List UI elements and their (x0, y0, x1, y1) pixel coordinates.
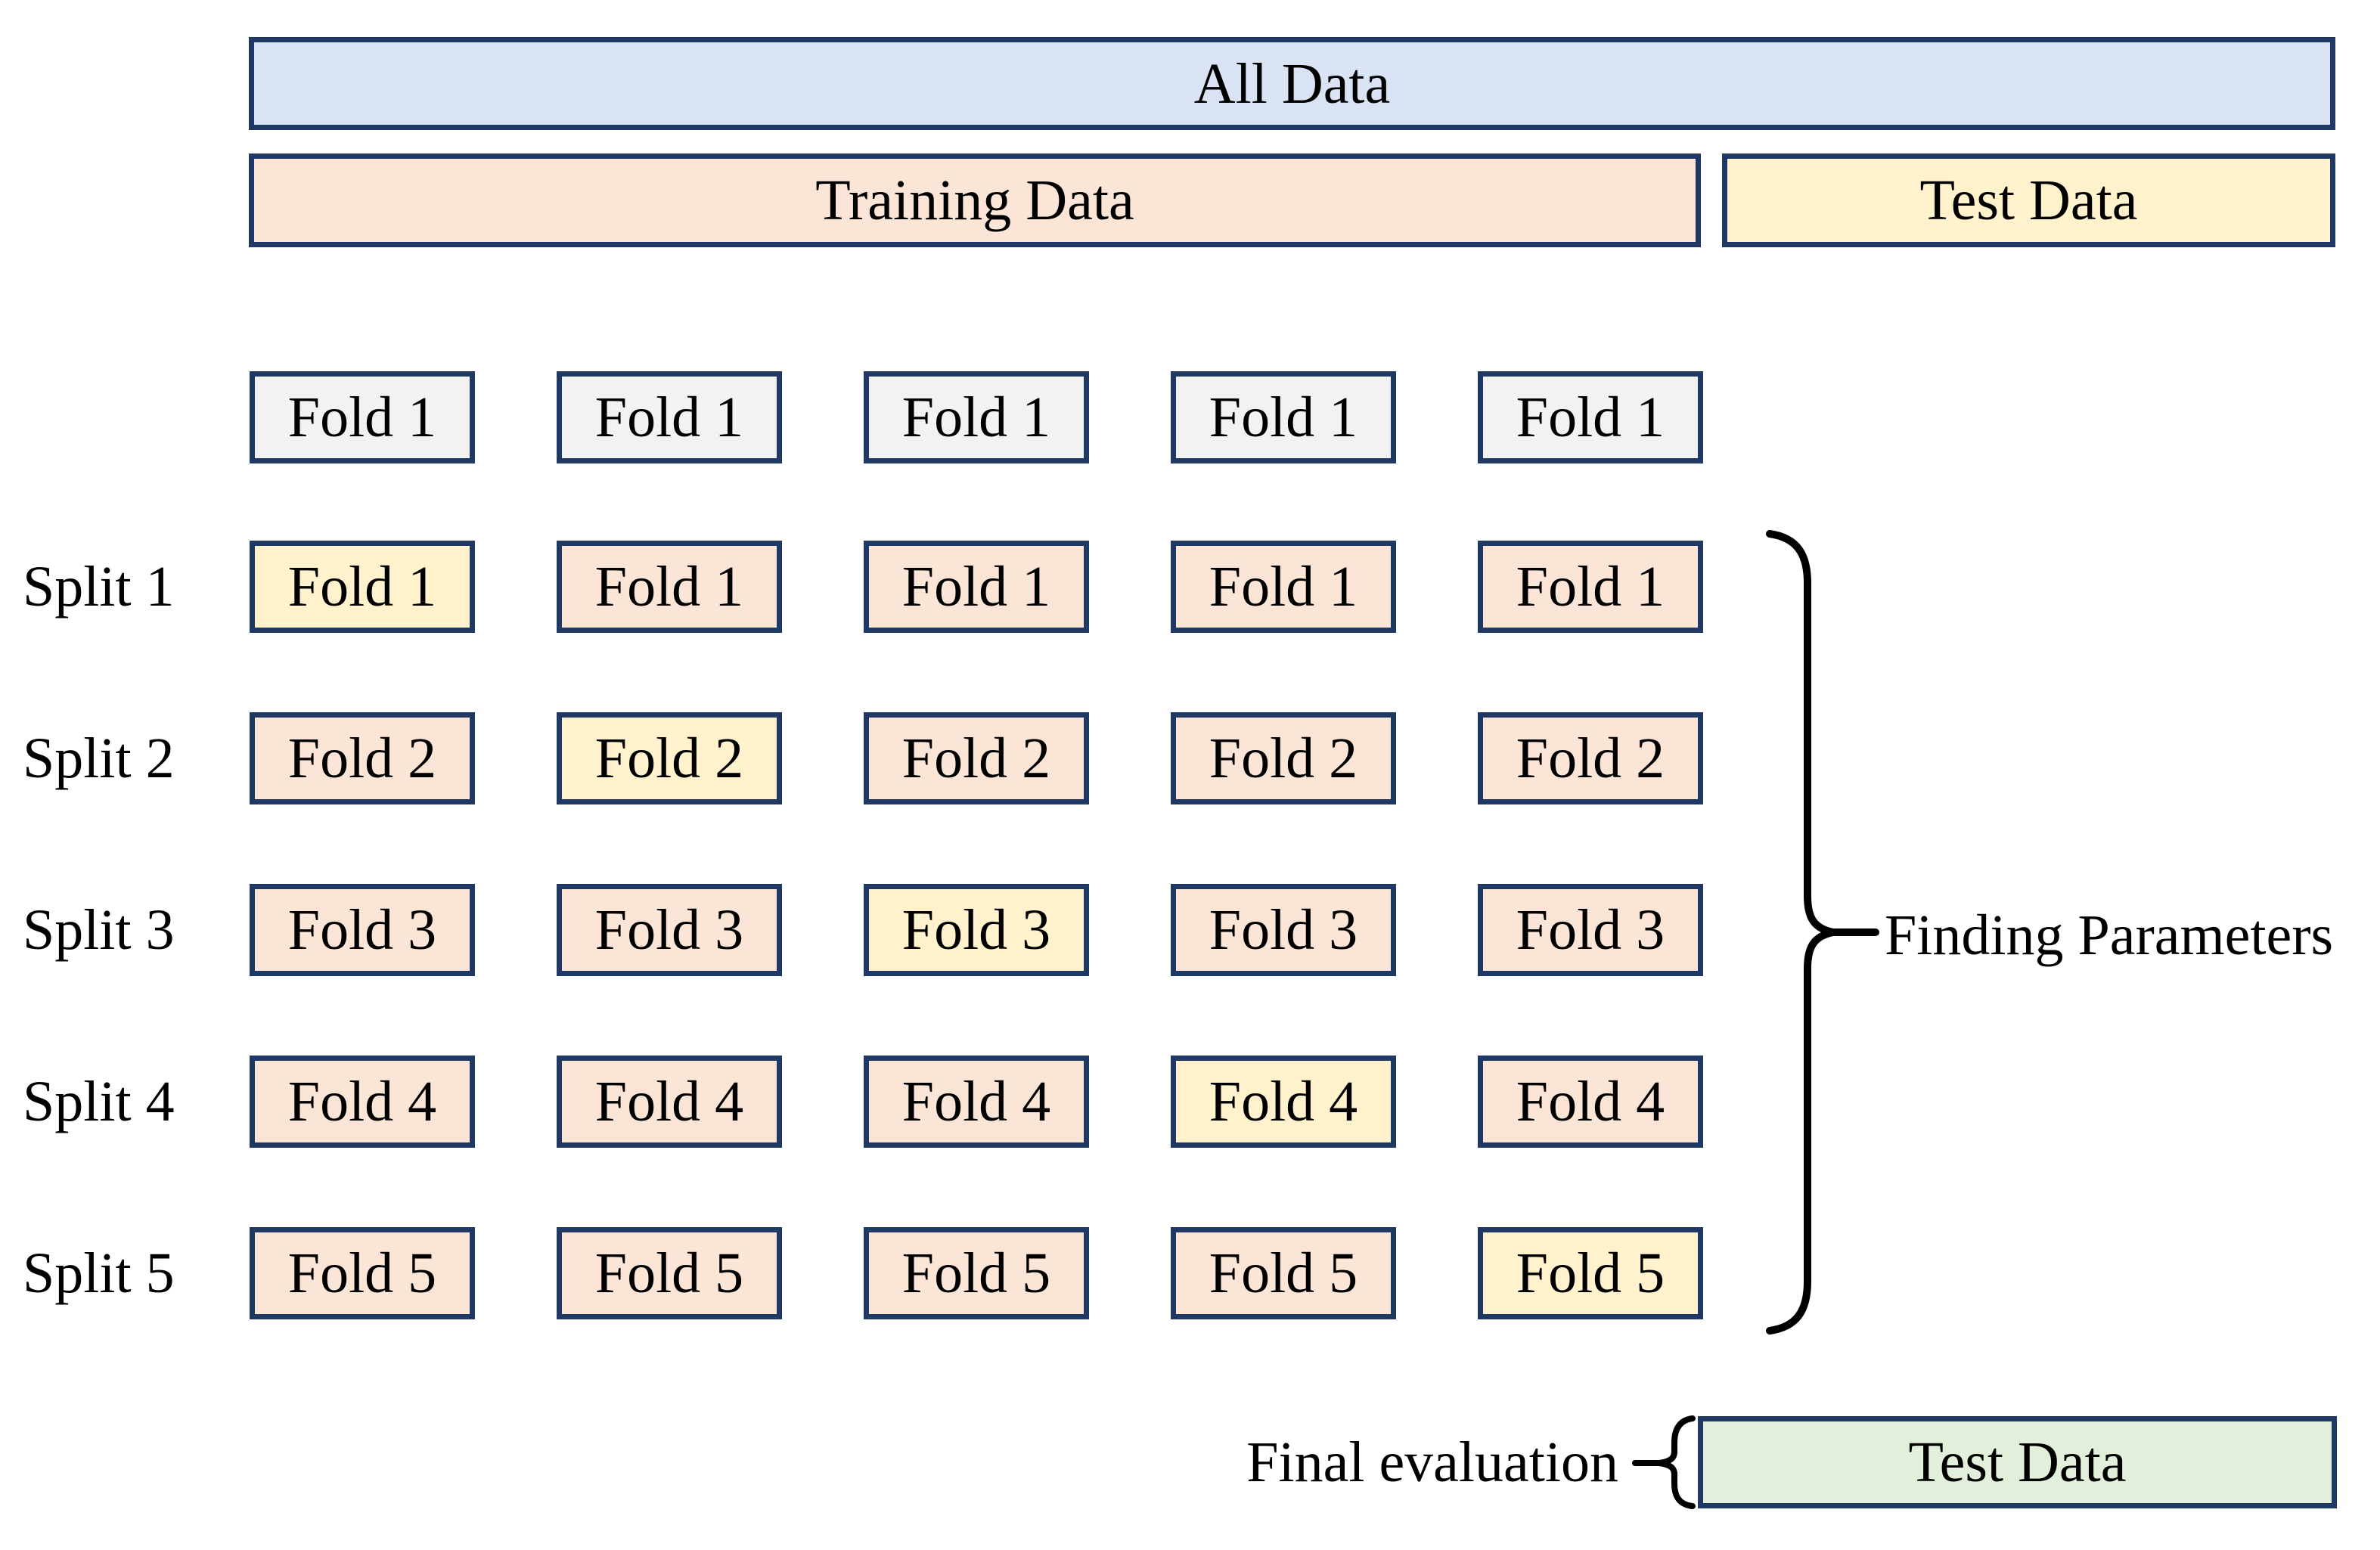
fold-cell: Fold 1 (250, 541, 475, 633)
fold-cell: Fold 2 (250, 712, 475, 804)
fold-cell: Fold 3 (1171, 884, 1396, 976)
fold-cell: Fold 4 (864, 1056, 1089, 1148)
final-evaluation-brace (1632, 1415, 1696, 1509)
fold-cell: Fold 2 (557, 712, 782, 804)
test-data-bar: Test Data (1722, 153, 2335, 247)
finding-parameters-label: Finding Parameters (1885, 903, 2334, 967)
training-data-bar: Training Data (249, 153, 1701, 247)
fold-cell: Fold 3 (557, 884, 782, 976)
fold-cell-header: Fold 1 (864, 371, 1089, 463)
split-label: Split 5 (23, 1242, 175, 1305)
all-data-bar: All Data (249, 37, 2335, 130)
fold-cell-header: Fold 1 (250, 371, 475, 463)
split-label: Split 4 (23, 1070, 175, 1133)
fold-cell: Fold 1 (1478, 541, 1703, 633)
fold-cell: Fold 1 (864, 541, 1089, 633)
fold-cell: Fold 5 (250, 1227, 475, 1319)
fold-cell-header: Fold 1 (1478, 371, 1703, 463)
fold-cell-header: Fold 1 (557, 371, 782, 463)
fold-cell: Fold 5 (1478, 1227, 1703, 1319)
fold-cell: Fold 3 (864, 884, 1089, 976)
fold-cell: Fold 5 (864, 1227, 1089, 1319)
fold-cell: Fold 1 (557, 541, 782, 633)
split-label: Split 3 (23, 898, 175, 962)
fold-cell-header: Fold 1 (1171, 371, 1396, 463)
split-label: Split 1 (23, 555, 175, 618)
fold-cell: Fold 2 (1171, 712, 1396, 804)
fold-cell: Fold 4 (250, 1056, 475, 1148)
fold-cell: Fold 4 (557, 1056, 782, 1148)
split-label: Split 2 (23, 727, 175, 790)
fold-cell: Fold 5 (557, 1227, 782, 1319)
fold-cell: Fold 4 (1478, 1056, 1703, 1148)
fold-cell: Fold 3 (1478, 884, 1703, 976)
fold-cell: Fold 2 (1478, 712, 1703, 804)
fold-cell: Fold 3 (250, 884, 475, 976)
fold-cell: Fold 5 (1171, 1227, 1396, 1319)
final-evaluation-label: Final evaluation (1246, 1430, 1618, 1494)
fold-cell: Fold 4 (1171, 1056, 1396, 1148)
fold-cell: Fold 1 (1171, 541, 1396, 633)
final-test-data-bar: Test Data (1698, 1416, 2337, 1508)
finding-parameters-brace (1766, 530, 1879, 1335)
fold-cell: Fold 2 (864, 712, 1089, 804)
